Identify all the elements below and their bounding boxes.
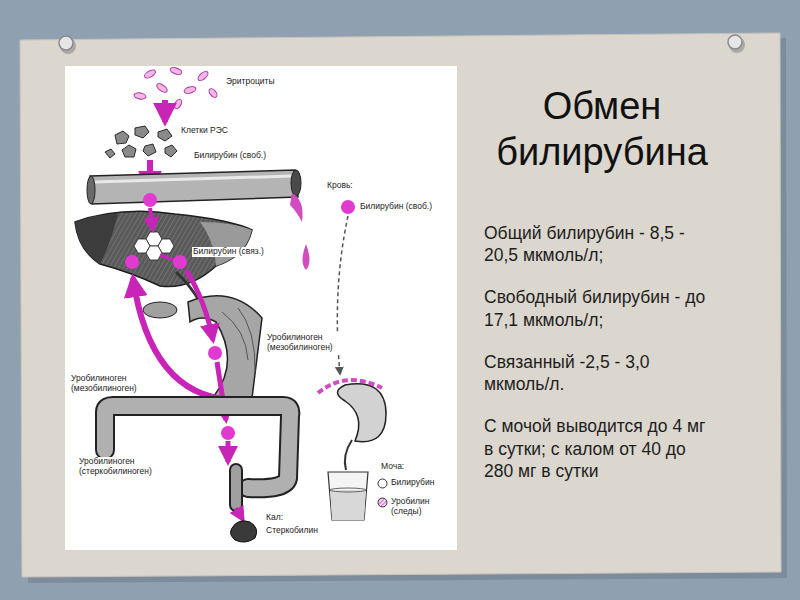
erythrocyte — [169, 66, 182, 76]
info-paragraph: Связанный -2,5 - 3,0 мкмоль/л. — [484, 351, 716, 395]
res-cell — [115, 131, 129, 144]
kidney — [338, 384, 387, 442]
diagram-label: Кровь: — [326, 181, 354, 191]
rectum-outline — [229, 470, 243, 505]
bilirubin-dot — [143, 193, 157, 207]
legend-sample — [378, 479, 387, 488]
diagram-label: Эритроциты — [225, 77, 276, 87]
flow-arrow — [226, 441, 231, 462]
legend-row: Билирубин — [377, 478, 434, 489]
diagram-label: Стеркобилин — [265, 526, 319, 536]
push-pin — [59, 36, 73, 50]
res-cell — [143, 144, 156, 156]
res-cell — [105, 149, 115, 158]
erythrocyte — [196, 70, 209, 82]
diagram-label: Клетки РЭС — [180, 126, 229, 136]
blood-bilirubin-dot — [341, 200, 355, 214]
blood-drip — [290, 193, 303, 222]
blood-vessel — [90, 170, 298, 204]
vessel-end — [291, 170, 301, 196]
vessel-end — [87, 176, 95, 204]
flow-arrow — [150, 208, 153, 230]
ureter — [345, 440, 352, 470]
picture-panel — [65, 66, 457, 550]
diagram-label: Билирубин (своб.) — [193, 151, 267, 161]
rectum — [231, 470, 241, 505]
duodenum — [188, 296, 262, 405]
diagram-label: Билирубин (своб.) — [359, 202, 433, 212]
urobilinogen-dot — [208, 346, 222, 360]
hepatocyte — [146, 246, 162, 260]
legend-swatch — [377, 497, 388, 508]
erythrocyte — [155, 82, 168, 94]
res-cell — [158, 129, 172, 141]
info-paragraph: Свободный билирубин - до 17,1 мкмоль/л; — [484, 286, 716, 330]
liver-lobe — [75, 214, 118, 264]
flow-arrow — [162, 100, 168, 122]
bilirubin-dot — [125, 255, 139, 269]
diagram-label: Билирубин (связ.) — [192, 247, 265, 257]
flow-arrow — [186, 270, 213, 340]
erythrocyte — [183, 86, 196, 95]
mucosa-folds — [222, 308, 255, 372]
legend-text: Билирубин — [391, 478, 434, 488]
urine-surface — [330, 488, 366, 492]
liver-lobe — [200, 222, 252, 266]
res-cells — [105, 126, 177, 158]
erythrocyte — [207, 87, 218, 99]
legend-swatch — [377, 478, 388, 489]
diagram-label: Уробилиноген (стеркобилиноген) — [78, 457, 170, 477]
res-cell — [135, 126, 149, 138]
kidney-filter — [318, 380, 382, 393]
flow-arrow — [236, 508, 243, 520]
res-cell — [122, 145, 136, 157]
urine — [330, 490, 366, 520]
legend-text: Уробилин (следы) — [391, 497, 449, 517]
diagram-label: Кал: — [265, 513, 284, 523]
gallbladder — [143, 302, 177, 318]
push-pin — [728, 35, 742, 49]
blood-drop — [303, 244, 310, 270]
erythrocyte — [173, 98, 183, 110]
diagram-label: Уробилиноген (мезобилиноген) — [70, 374, 152, 394]
legend-row: Уробилин (следы) — [377, 497, 449, 517]
legend-heading: Моча: — [380, 462, 405, 472]
diagram-label: Уробилиноген (мезобилиноген) — [266, 333, 340, 353]
stercobilinogen-dot — [221, 426, 235, 440]
legend-sample — [378, 498, 387, 507]
erythrocytes — [134, 66, 219, 110]
bilirubin-dot — [173, 255, 187, 269]
erythrocyte — [134, 92, 147, 100]
info-paragraph: С мочой выводится до 4 мг в сутки; с кал… — [484, 415, 716, 482]
info-paragraph: Общий билирубин - 8,5 - 20,5 мкмоль/л; — [484, 222, 716, 266]
hepatocytes — [134, 232, 174, 260]
flow-arrow — [160, 255, 174, 260]
res-cell — [165, 145, 177, 157]
glass — [328, 472, 368, 520]
slide-title: Обмен билирубина — [476, 84, 728, 175]
vessel-highlight — [94, 176, 292, 182]
erythrocyte — [143, 68, 156, 79]
feces — [231, 521, 257, 542]
paper-card — [20, 33, 781, 577]
